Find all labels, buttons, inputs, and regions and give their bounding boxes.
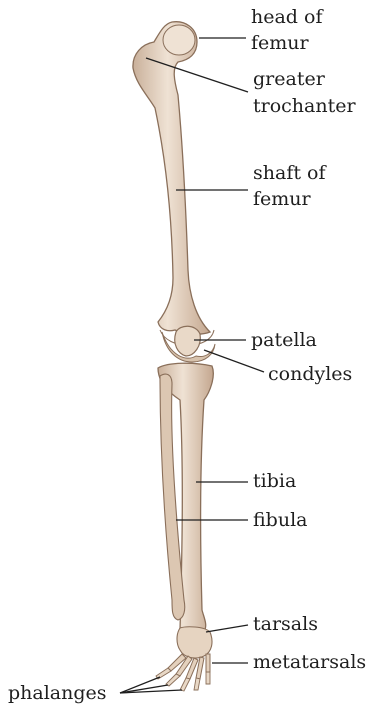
femoral-head [163, 25, 195, 55]
label-greater-trochanter-line1: greater [253, 68, 325, 90]
femur [133, 22, 214, 345]
label-phalanges: phalanges [8, 682, 107, 704]
label-tibia: tibia [253, 470, 296, 492]
leader-tarsals [206, 625, 248, 632]
label-tarsals: tarsals [253, 613, 318, 635]
leader-phalanges-1 [120, 677, 160, 693]
label-head-of-femur-line2: femur [251, 32, 309, 54]
label-head-of-femur-line1: head of [251, 6, 322, 28]
label-metatarsals: metatarsals [253, 651, 366, 673]
label-greater-trochanter-line2: trochanter [253, 95, 356, 117]
femur-bone [133, 22, 210, 334]
label-condyles: condyles [268, 363, 352, 385]
label-shaft-of-femur-line1: shaft of [253, 162, 326, 184]
label-shaft-of-femur-line2: femur [253, 188, 311, 210]
label-fibula: fibula [253, 509, 307, 531]
label-patella: patella [251, 329, 317, 351]
patella-bone [175, 326, 201, 356]
